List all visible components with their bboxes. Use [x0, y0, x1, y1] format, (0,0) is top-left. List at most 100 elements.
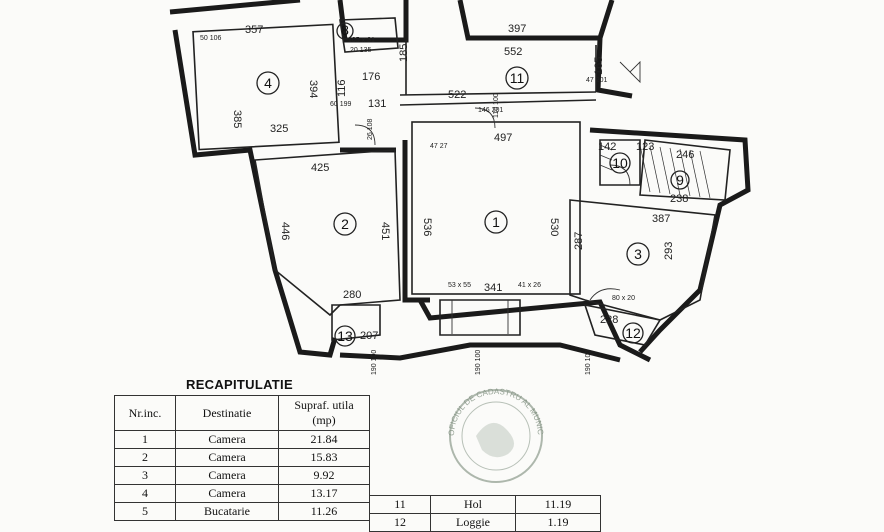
dim-165: 165 [593, 57, 605, 75]
dim-207: 207 [360, 330, 378, 342]
dim-552: 552 [504, 46, 522, 58]
room-4-circle [256, 71, 280, 95]
cell-supr: 1.19 [515, 513, 601, 532]
small-dim-14: 60 199 [330, 101, 352, 108]
dim-228: 228 [600, 314, 618, 326]
room-2-circle [333, 212, 357, 236]
dim-287: 287 [573, 232, 585, 250]
small-dim-10: 190 100 [585, 350, 592, 375]
header-suprafata: Supraf. utila (mp) [278, 395, 370, 431]
dim-131: 131 [368, 98, 386, 110]
cell-supr: 13.17 [278, 484, 370, 503]
dim-116: 116 [336, 79, 348, 97]
dim-246: 246 [676, 149, 694, 161]
small-dim-7: 80 x 20 [612, 295, 635, 302]
small-dim-6: 41 x 26 [518, 282, 541, 289]
small-dim-12: 47 201 [586, 77, 608, 84]
cell-dest: Camera [175, 448, 279, 467]
dim-522: 522 [448, 89, 466, 101]
dim-497: 497 [494, 132, 512, 144]
small-dim-13: 26 108 [367, 118, 374, 140]
room-13-number: 13 [337, 328, 353, 344]
room-1-number: 1 [492, 214, 500, 230]
cell-nr: 1 [114, 430, 176, 449]
room-12-circle [622, 322, 644, 344]
dim-280: 280 [343, 289, 361, 301]
recap-header-row: Nr.inc. Destinatie Supraf. utila (mp) [114, 395, 370, 431]
small-dim-1: 50 106 [200, 35, 222, 42]
cell-dest: Loggie [430, 513, 516, 532]
small-dim-5: 53 x 55 [448, 282, 471, 289]
small-dim-4: 47 27 [430, 143, 448, 150]
dim-385: 385 [231, 110, 243, 128]
cell-dest: Camera [175, 430, 279, 449]
room-9-circle [670, 170, 690, 190]
dim-238: 238 [670, 193, 688, 205]
cell-supr: 21.84 [278, 430, 370, 449]
small-dim-15: 146 201 [478, 107, 503, 114]
dim-387: 387 [652, 213, 670, 225]
room-2-number: 2 [341, 216, 349, 232]
cell-nr: 4 [114, 484, 176, 503]
room-8-number: 8 [341, 22, 349, 38]
cell-supr: 11.26 [278, 502, 370, 521]
cell-supr: 9.92 [278, 466, 370, 485]
cell-nr: 11 [369, 495, 431, 514]
dim-446: 446 [279, 222, 291, 240]
dim-176: 176 [362, 71, 380, 83]
room-10-circle [609, 152, 631, 174]
small-dim-2: 105 x 31 [348, 37, 375, 44]
dim-325: 325 [270, 123, 288, 135]
room-8-circle [336, 22, 354, 40]
cell-dest: Hol [430, 495, 516, 514]
dim-185: 185 [398, 44, 410, 62]
small-dim-8: 190 100 [371, 350, 378, 375]
room-10-number: 10 [612, 155, 628, 171]
walls [169, 0, 751, 363]
room-11-circle [505, 66, 529, 90]
room-labels: 1 2 3 4 8 9 10 11 12 13 [256, 22, 690, 347]
room-9-number: 9 [676, 172, 684, 188]
dim-357: 357 [245, 24, 263, 36]
cell-dest: Bucatarie [175, 502, 279, 521]
cell-supr: 11.19 [515, 495, 601, 514]
room-1-circle [484, 210, 508, 234]
cadastre-stamp: OFICIUL DE CADASTRU AL MUNICIPIULUI BUCU… [436, 384, 545, 483]
room-3-number: 3 [634, 246, 642, 262]
recap-title: RECAPITULATIE [186, 377, 293, 392]
small-dim-3: 20 135 [350, 47, 372, 54]
dim-293: 293 [663, 242, 675, 260]
dim-123: 123 [636, 141, 654, 153]
dim-394: 394 [307, 80, 319, 98]
small-dim-9: 190 100 [475, 350, 482, 375]
interior-lines [192, 17, 731, 346]
dimension-labels: 357 397 552 394 385 325 176 185 165 522 … [231, 23, 694, 342]
small-dim-11: 110 100 [493, 93, 500, 118]
small-dimension-labels: 50 106 105 x 31 20 135 47 27 53 x 55 41 … [200, 35, 635, 375]
cell-dest: Camera [175, 466, 279, 485]
cell-nr: 3 [114, 466, 176, 485]
room-3-circle [626, 242, 650, 266]
dim-341: 341 [484, 282, 502, 294]
cell-nr: 5 [114, 502, 176, 521]
cell-dest: Camera [175, 484, 279, 503]
cell-nr: 12 [369, 513, 431, 532]
dim-142: 142 [598, 141, 616, 153]
header-nr: Nr.inc. [114, 395, 176, 431]
cell-supr: 15.83 [278, 448, 370, 467]
dim-425: 425 [311, 162, 329, 174]
header-destinatie: Destinatie [175, 395, 279, 431]
room-13-circle [334, 325, 356, 347]
room-11-number: 11 [510, 70, 525, 86]
dim-451: 451 [379, 222, 391, 240]
floor-plan: 1 2 3 4 8 9 10 11 12 13 357 397 552 394 … [169, 0, 751, 375]
